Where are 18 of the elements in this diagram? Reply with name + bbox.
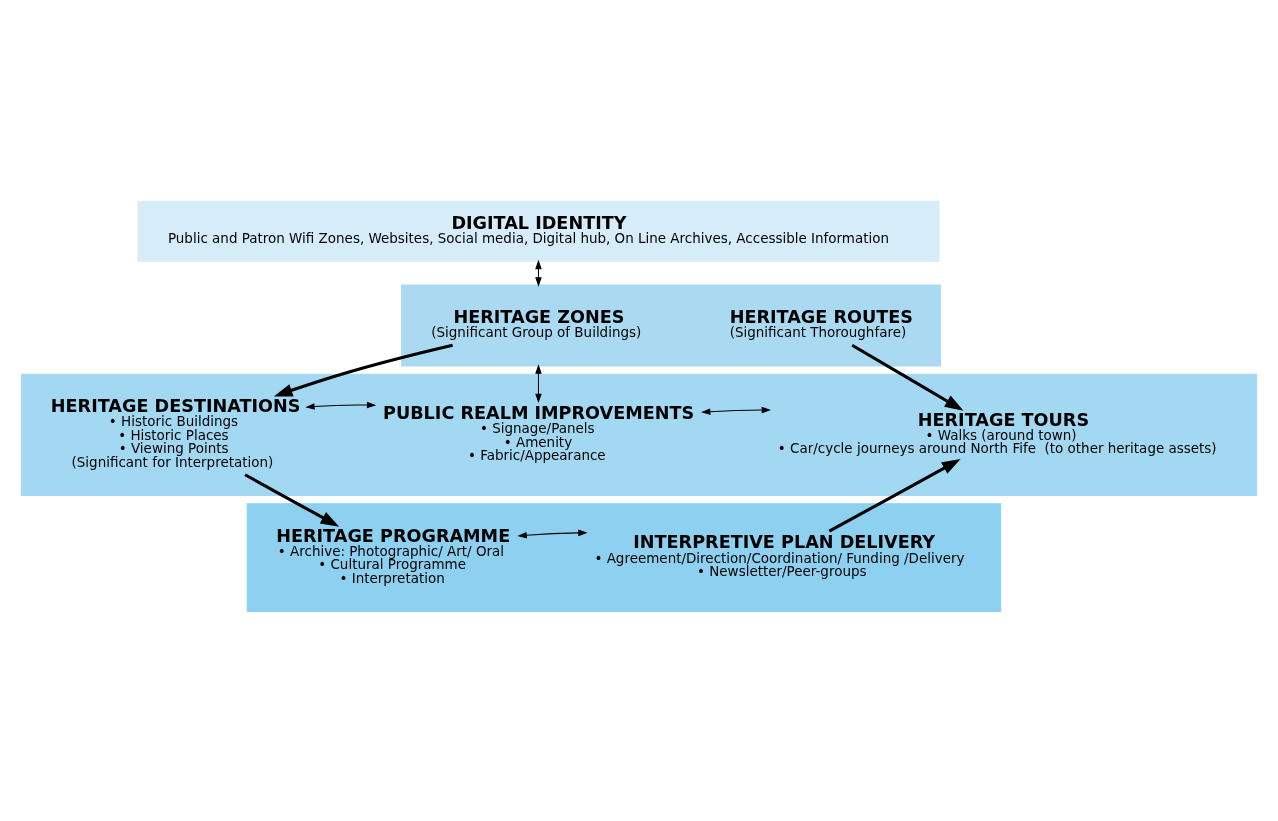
arrow xyxy=(273,343,453,397)
node-text: HERITAGE ZONES (Significant Group of Buildings) xyxy=(431,307,642,341)
node-text: HERITAGE DESTINATIONS • Historic Buildings • Historic Places • Viewing Points (Significant for Interpretation) xyxy=(50,396,301,470)
arrow xyxy=(828,459,961,533)
node-text: PUBLIC REALM IMPROVEMENTS • Signage/Panels • Amenity • Fabric/Appearance xyxy=(383,402,695,464)
arrow xyxy=(517,529,588,539)
arrow xyxy=(535,364,542,404)
node-text: HERITAGE TOURS • Walks (around town) • Car/cycle journeys around North Fife (to other heritage assets) xyxy=(777,409,1217,457)
node-text: INTERPRETIVE PLAN DELIVERY • Agreement/Direction/Coordination/ Funding /Delivery • Newsletter/Peer-groups xyxy=(594,532,965,580)
arrow xyxy=(701,406,771,415)
arrow xyxy=(851,343,964,411)
node-text: HERITAGE PROGRAMME • Archive: Photographic/ Art/ Oral • Cultural Programme • Interpretation xyxy=(276,525,511,586)
node-text: HERITAGE ROUTES (Significant Thoroughfare) xyxy=(729,307,914,341)
cluster xyxy=(246,503,1002,613)
arrow xyxy=(244,473,340,527)
node-box: DIGITAL IDENTITY Public and Patron Wifi Zones, Websites, Social media, Digital hub, On Line Archives, Accessible Information xyxy=(137,200,940,262)
arrow xyxy=(305,401,377,410)
cluster xyxy=(401,284,942,367)
